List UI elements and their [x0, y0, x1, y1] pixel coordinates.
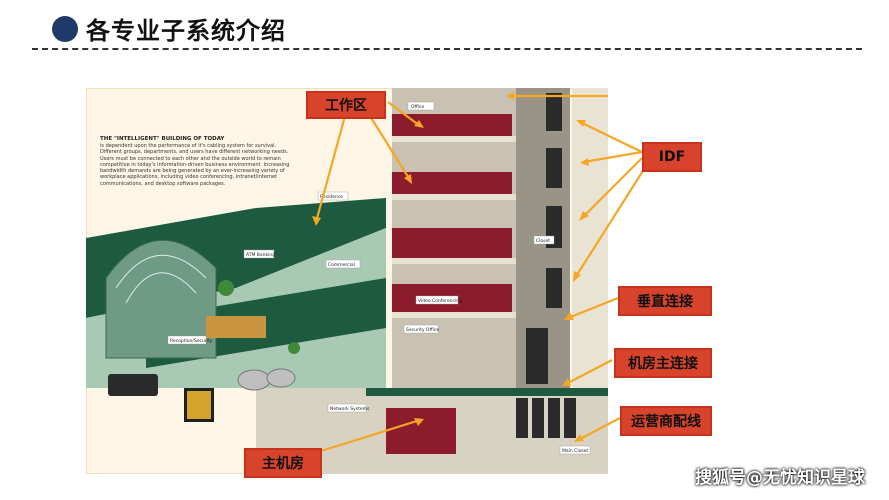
page-title: 各专业子系统介绍	[86, 17, 286, 45]
callout-main-machine-room: 主机房	[244, 448, 322, 478]
building-floors	[392, 114, 570, 318]
label-commercial: Commercial	[328, 262, 355, 268]
label-closet: Closet	[536, 238, 550, 244]
watermark-text: 搜狐号@无忧知识星球	[695, 468, 865, 488]
callout-work-area: 工作区	[306, 91, 386, 119]
building-cutaway-illustration: THE "INTELLIGENT" BUILDING OF TODAY is d…	[86, 88, 608, 474]
label-office: Office	[411, 104, 424, 110]
callout-machine-room-link: 机房主连接	[614, 348, 712, 378]
label-video-conf: Video Conferencing	[418, 298, 462, 304]
callout-vertical-connection: 垂直连接	[618, 286, 712, 316]
callout-idf: IDF	[642, 142, 702, 172]
label-reception: Reception/Security	[170, 338, 213, 344]
callout-carrier-distribution: 运营商配线	[620, 406, 712, 436]
label-main-closet: Main Closet	[562, 448, 588, 454]
label-network-systems: Network Systems	[330, 406, 370, 412]
label-atm: ATM Banking	[246, 252, 275, 258]
title-divider	[32, 48, 862, 50]
illustration-headline: THE "INTELLIGENT" BUILDING OF TODAY	[100, 136, 225, 142]
illustration-intro: is dependent upon the performance of it'…	[100, 143, 290, 187]
label-residence: Residence	[320, 194, 343, 200]
title-bullet-icon	[52, 16, 78, 42]
label-security-office: Security Office	[406, 327, 439, 333]
